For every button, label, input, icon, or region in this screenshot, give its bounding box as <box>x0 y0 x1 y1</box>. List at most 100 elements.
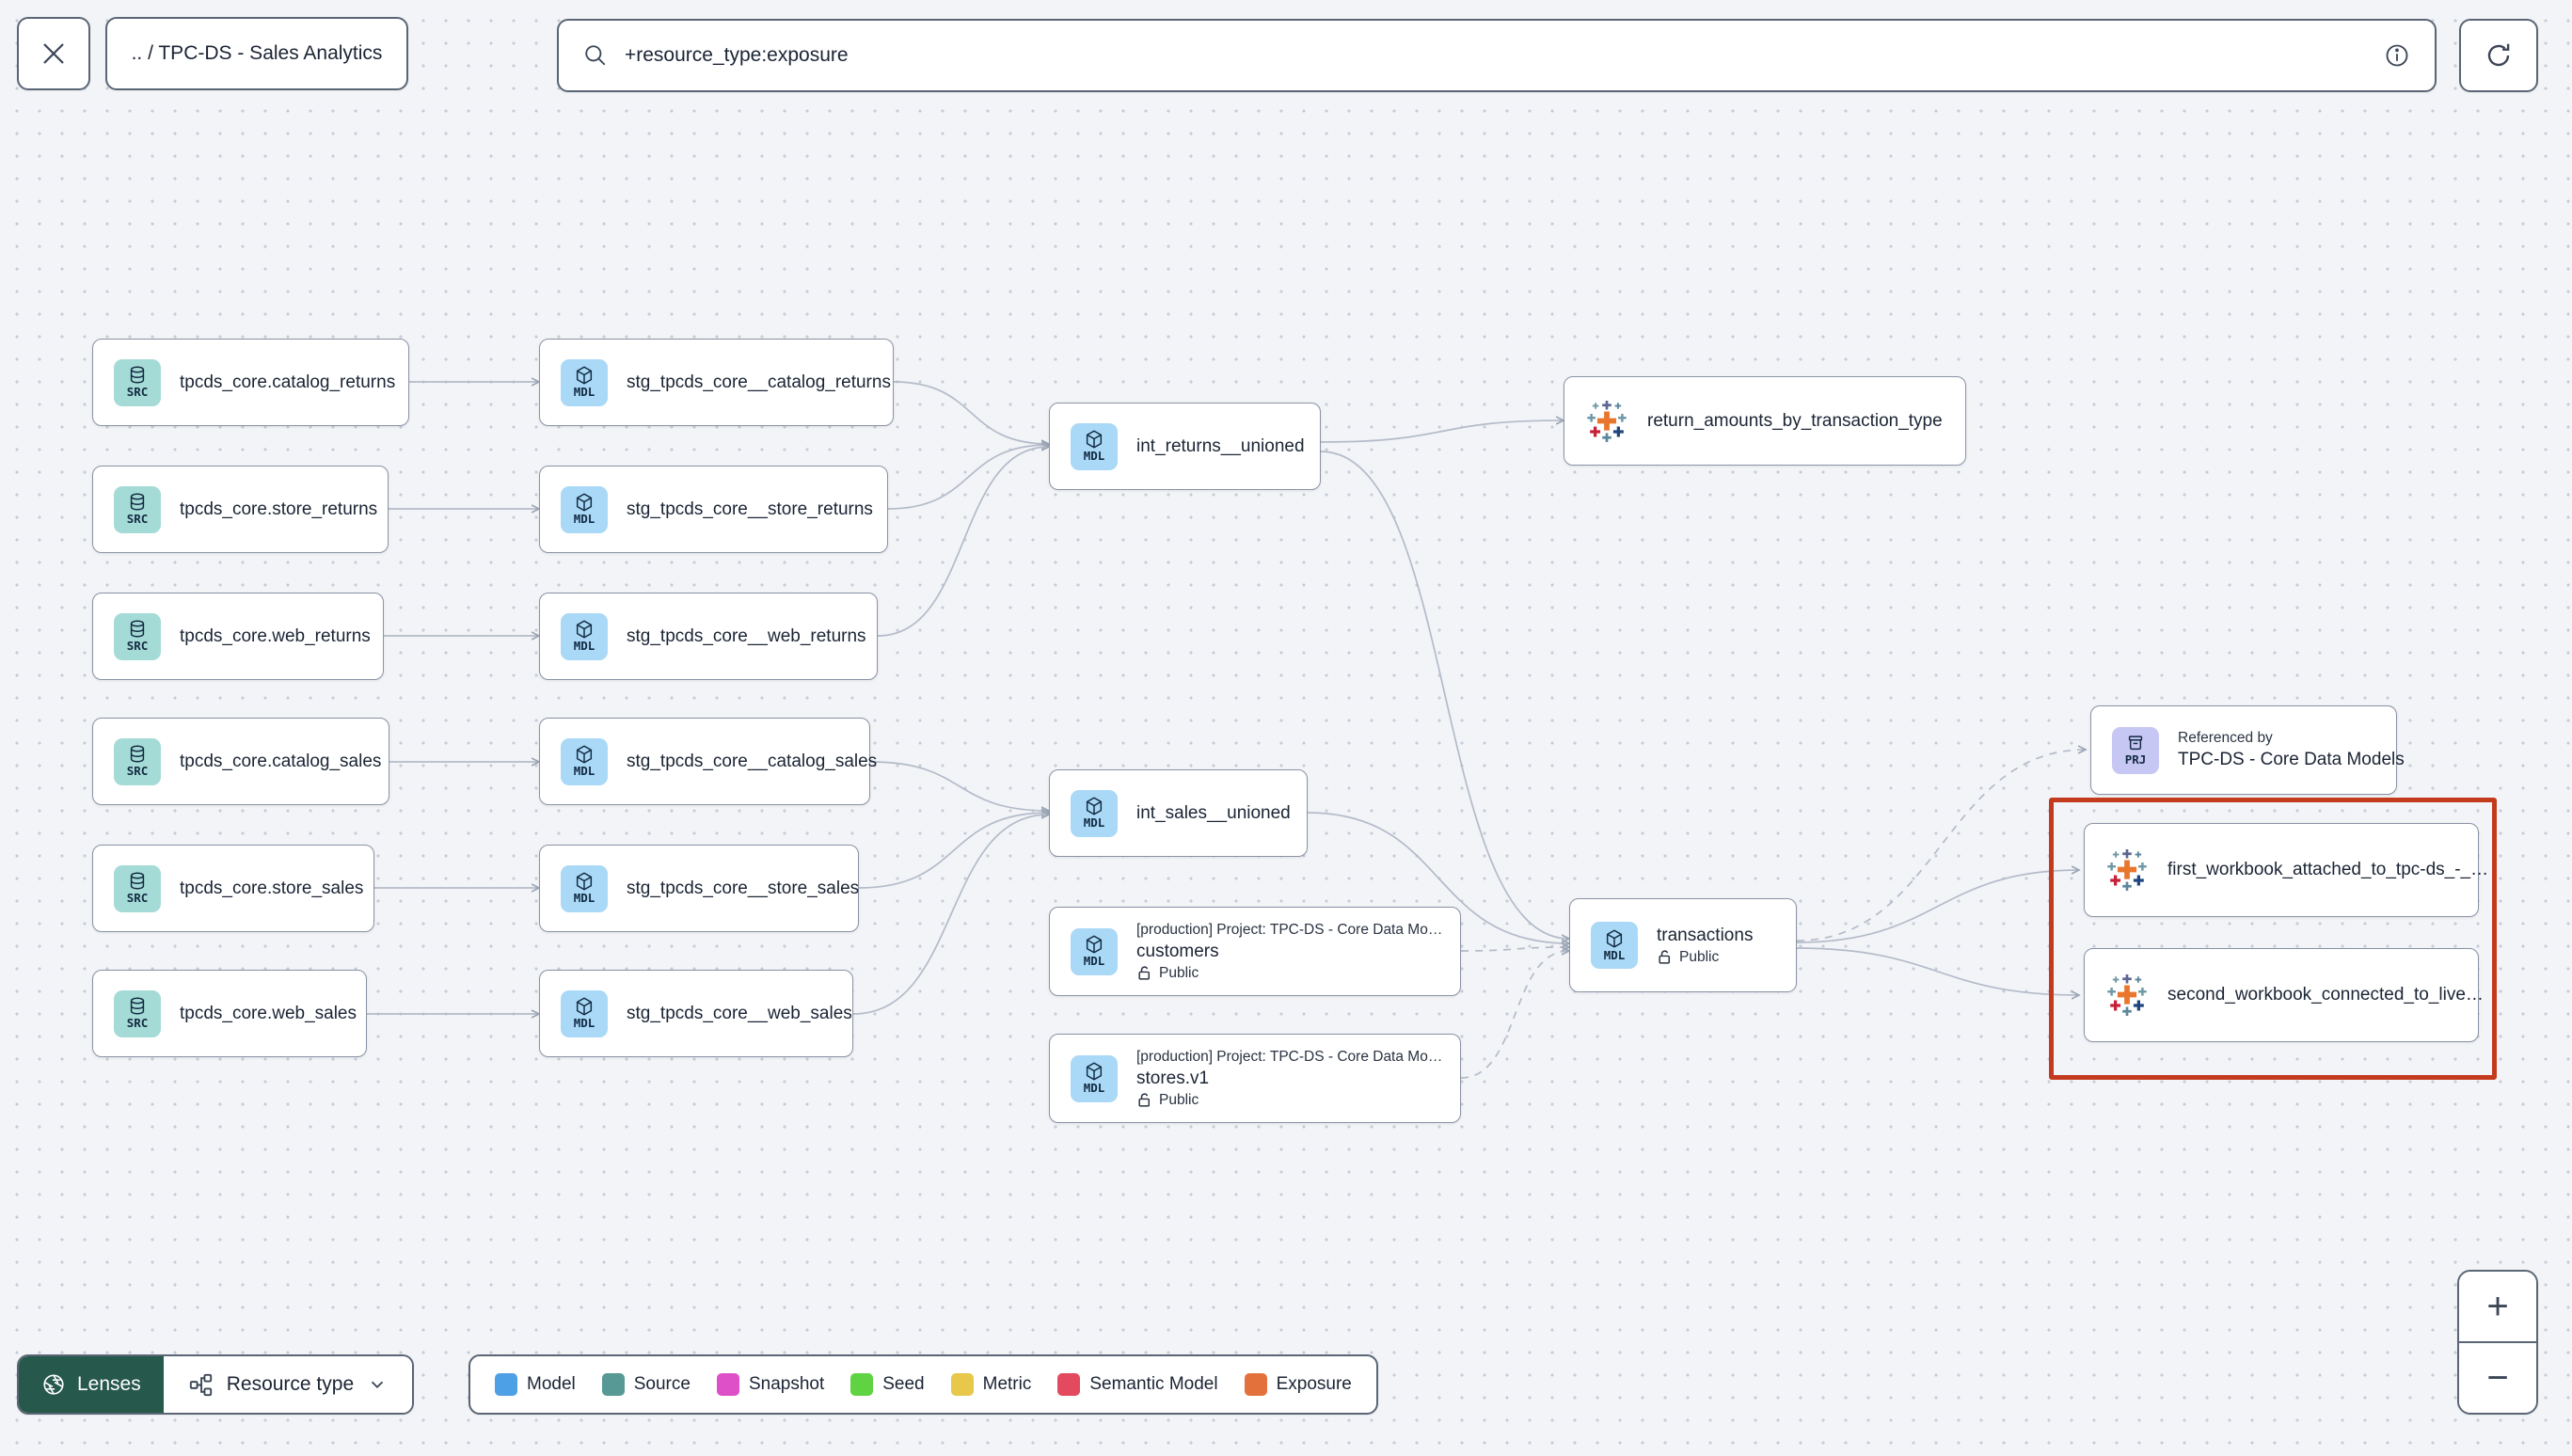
node-title: first_workbook_attached_to_tpc-ds_-_… <box>2167 860 2489 879</box>
legend-item-snapshot: Snapshot <box>716 1373 825 1396</box>
legend-item-source: Source <box>601 1373 691 1396</box>
node-title: stg_tpcds_core__store_sales <box>627 878 860 898</box>
legend-item-semantic-model: Semantic Model <box>1057 1373 1218 1396</box>
zoom-control: + − <box>2457 1270 2538 1415</box>
close-button[interactable] <box>17 17 90 90</box>
cube-icon <box>1086 935 1103 954</box>
legend-label: Seed <box>882 1374 925 1394</box>
model-badge: MDL <box>1071 422 1118 470</box>
legend-item-model: Model <box>495 1373 576 1396</box>
resource-type-dropdown[interactable]: Resource type <box>163 1356 413 1413</box>
node-subtitle: Referenced by <box>2178 730 2273 746</box>
lineage-edge <box>1320 420 1564 443</box>
lenses-button[interactable]: Lenses <box>19 1356 164 1413</box>
lineage-edge <box>1460 947 1569 952</box>
model-badge: MDL <box>561 737 608 785</box>
node-access: Public <box>1657 949 1753 966</box>
lineage-edge <box>869 761 1049 811</box>
project-badge: PRJ <box>2112 726 2159 774</box>
search-input[interactable] <box>625 44 2367 67</box>
resource-type-label: Resource type <box>226 1373 355 1395</box>
legend-swatch <box>716 1373 739 1396</box>
lineage-node-exp-return-amounts[interactable]: return_amounts_by_transaction_type <box>1564 376 1966 466</box>
database-icon <box>130 997 145 1015</box>
lineage-edge <box>887 445 1049 510</box>
legend-swatch <box>850 1373 874 1396</box>
model-badge: MDL <box>561 358 608 406</box>
lineage-node-stg-store-sales[interactable]: MDL stg_tpcds_core__store_sales <box>539 845 859 932</box>
lineage-node-src-catalog-sales[interactable]: SRC tpcds_core.catalog_sales <box>92 718 389 805</box>
refresh-button[interactable] <box>2459 19 2538 92</box>
node-title: int_sales__unioned <box>1136 802 1291 823</box>
chevron-down-icon <box>371 1381 384 1389</box>
lineage-node-exp-first-workbook[interactable]: first_workbook_attached_to_tpc-ds_-_… <box>2084 823 2489 917</box>
lineage-edge <box>1796 947 2079 995</box>
lineage-edge <box>893 381 1049 444</box>
source-badge: SRC <box>114 612 161 660</box>
cube-icon <box>1086 430 1103 449</box>
model-badge: MDL <box>561 612 608 660</box>
lineage-node-mdl-customers[interactable]: MDL[production] Project: TPC-DS - Core D… <box>1049 907 1461 996</box>
access-label: Public <box>1159 1091 1199 1108</box>
node-title: tpcds_core.catalog_sales <box>180 751 382 771</box>
node-title: return_amounts_by_transaction_type <box>1647 410 1943 431</box>
source-badge: SRC <box>114 737 161 785</box>
model-badge: MDL <box>561 864 608 912</box>
badge-label: MDL <box>573 891 595 906</box>
badge-label: SRC <box>126 764 149 779</box>
exposure-highlight-box <box>2049 798 2497 1080</box>
cube-icon <box>576 366 593 385</box>
unlock-icon <box>1659 950 1671 964</box>
node-title: stg_tpcds_core__web_sales <box>627 1003 852 1023</box>
legend-label: Semantic Model <box>1089 1374 1218 1394</box>
badge-label: MDL <box>1083 954 1105 969</box>
unlock-icon <box>1138 966 1151 980</box>
model-badge: MDL <box>561 485 608 533</box>
node-title: stg_tpcds_core__store_returns <box>627 499 873 519</box>
node-access: Public <box>1136 1092 1441 1109</box>
breadcrumb-label: .. / TPC-DS - Sales Analytics <box>131 42 383 64</box>
breadcrumb[interactable]: .. / TPC-DS - Sales Analytics <box>105 17 408 90</box>
lineage-node-exp-second-workbook[interactable]: second_workbook_connected_to_live… <box>2084 948 2484 1042</box>
model-badge: MDL <box>1071 927 1118 975</box>
node-title: stg_tpcds_core__web_returns <box>627 625 866 646</box>
lineage-node-stg-web-returns[interactable]: MDL stg_tpcds_core__web_returns <box>539 593 878 680</box>
badge-label: MDL <box>1603 947 1626 962</box>
legend-label: Model <box>527 1374 576 1394</box>
zoom-out-button[interactable]: − <box>2459 1343 2536 1413</box>
zoom-in-button[interactable]: + <box>2459 1272 2536 1343</box>
resource-type-icon <box>189 1373 212 1396</box>
node-title: tpcds_core.store_returns <box>180 499 378 519</box>
close-icon <box>43 43 64 64</box>
database-icon <box>130 620 145 638</box>
lineage-node-prj-core-data-models[interactable]: PRJ Referenced by TPC-DS - Core Data Model… <box>2090 705 2405 795</box>
archive-box-icon <box>2128 736 2143 751</box>
search-icon <box>585 45 606 66</box>
legend-label: Metric <box>982 1374 1032 1394</box>
lineage-node-mdl-stores-v1[interactable]: MDL[production] Project: TPC-DS - Core D… <box>1049 1034 1461 1123</box>
legend-label: Snapshot <box>748 1374 825 1394</box>
database-icon <box>130 745 145 763</box>
node-title: TPC-DS - Core Data Models <box>2178 750 2405 769</box>
lens-toolbar: Lenses Resource type <box>17 1354 415 1415</box>
search-bar[interactable] <box>557 19 2437 92</box>
legend-item-metric: Metric <box>950 1373 1032 1396</box>
lineage-node-stg-catalog-returns[interactable]: MDL stg_tpcds_core__catalog_returns <box>539 339 894 426</box>
legend-swatch <box>1057 1373 1081 1396</box>
lineage-node-src-web-returns[interactable]: SRC tpcds_core.web_returns <box>92 593 384 680</box>
node-title: second_workbook_connected_to_live… <box>2167 985 2484 1005</box>
node-title: tpcds_core.web_returns <box>180 625 371 646</box>
cube-icon <box>576 872 593 891</box>
node-title: stg_tpcds_core__catalog_returns <box>627 372 891 392</box>
lineage-node-stg-store-returns[interactable]: MDL stg_tpcds_core__store_returns <box>539 466 888 553</box>
info-icon[interactable] <box>2384 42 2410 69</box>
